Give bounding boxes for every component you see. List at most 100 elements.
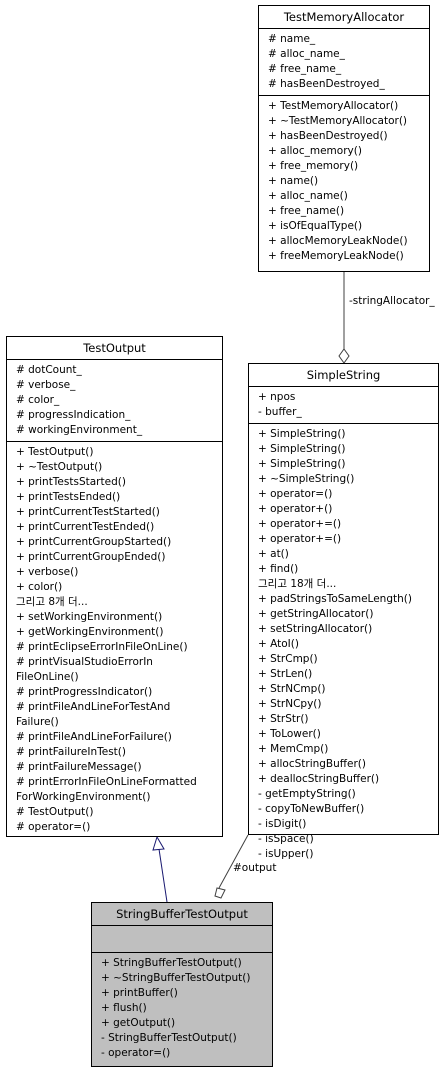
method: + alloc_name()	[268, 190, 348, 202]
method: + StrLen()	[258, 668, 313, 680]
string-allocator-label: -stringAllocator_	[349, 295, 435, 307]
method: # printFailureMessage()	[16, 761, 142, 773]
method: # printFailureInTest()	[16, 746, 126, 758]
more-members-note: 그리고 18개 더...	[258, 578, 337, 590]
method: + getOutput()	[101, 1017, 176, 1029]
method: - isDigit()	[258, 818, 307, 830]
method: + getStringAllocator()	[258, 608, 374, 620]
method: # printErrorInFileOnLineFormatted ForWor…	[16, 776, 197, 803]
method: + free_name()	[268, 205, 345, 217]
method: + printCurrentGroupStarted()	[16, 536, 172, 548]
method: - copyToNewBuffer()	[258, 803, 365, 815]
method: + hasBeenDestroyed()	[268, 130, 388, 142]
method: # printEclipseErrorInFileOnLine()	[16, 641, 188, 653]
method: - StringBufferTestOutput()	[101, 1032, 237, 1044]
methods-section: + TestOutput() + ~TestOutput() + printTe…	[7, 442, 222, 838]
method: + StrNCpy()	[258, 698, 322, 710]
method: + verbose()	[16, 566, 79, 578]
attribute: - buffer_	[258, 406, 302, 418]
attribute: # progressIndication_	[16, 409, 131, 421]
class-name: TestMemoryAllocator	[259, 6, 429, 29]
simple-string-class[interactable]: SimpleString + npos - buffer_ + SimpleSt…	[248, 363, 439, 860]
method: - isSpace()	[258, 833, 314, 845]
method: + ~SimpleString()	[258, 473, 355, 485]
method: + name()	[268, 175, 319, 187]
method: + printBuffer()	[101, 987, 178, 999]
attribute: # name_	[268, 33, 316, 45]
attribute: # hasBeenDestroyed_	[268, 78, 385, 90]
method: + padStringsToSameLength()	[258, 593, 412, 605]
method: + operator+=()	[258, 533, 342, 545]
attribute: # alloc_name_	[268, 48, 345, 60]
method: - getEmptyString()	[258, 788, 356, 800]
method: + operator=()	[258, 488, 333, 500]
test-output-class[interactable]: TestOutput # dotCount_ # verbose_ # colo…	[6, 336, 223, 837]
attributes-section: # dotCount_ # verbose_ # color_ # progre…	[7, 360, 222, 442]
string-buffer-test-output-class[interactable]: StringBufferTestOutput + StringBufferTes…	[91, 902, 273, 1067]
method: + ~StringBufferTestOutput()	[101, 972, 251, 984]
method: + printCurrentTestStarted()	[16, 506, 160, 518]
method: - operator=()	[101, 1047, 171, 1059]
method: # operator=()	[16, 821, 91, 833]
output-label: #output	[233, 862, 277, 874]
test-memory-allocator-class[interactable]: TestMemoryAllocator # name_ # alloc_name…	[258, 5, 430, 272]
inheritance-arrowhead	[152, 835, 165, 851]
class-name: SimpleString	[249, 364, 438, 387]
method: + ~TestOutput()	[16, 461, 103, 473]
attribute: # color_	[16, 394, 60, 406]
method: + StrCmp()	[258, 653, 318, 665]
method: + ToLower()	[258, 728, 321, 740]
attributes-section	[92, 926, 272, 953]
more-members-note: 그리고 8개 더...	[16, 596, 88, 608]
method: + alloc_memory()	[268, 145, 362, 157]
class-name: TestOutput	[7, 337, 222, 360]
attributes-section: # name_ # alloc_name_ # free_name_ # has…	[259, 29, 429, 96]
method: + allocMemoryLeakNode()	[268, 235, 408, 247]
attributes-section: + npos - buffer_	[249, 387, 438, 424]
method: # printVisualStudioErrorIn FileOnLine()	[16, 656, 153, 683]
method: + StringBufferTestOutput()	[101, 957, 242, 969]
method: # printFileAndLineForFailure()	[16, 731, 172, 743]
method: + SimpleString()	[258, 458, 346, 470]
output-diamond	[214, 887, 226, 899]
string-allocator-diamond	[338, 348, 350, 364]
method: + SimpleString()	[258, 428, 346, 440]
method: + flush()	[101, 1002, 147, 1014]
attribute: # workingEnvironment_	[16, 424, 143, 436]
methods-section: + StringBufferTestOutput() + ~StringBuff…	[92, 953, 272, 1064]
method: + allocStringBuffer()	[258, 758, 366, 770]
method: + ~TestMemoryAllocator()	[268, 115, 408, 127]
method: + SimpleString()	[258, 443, 346, 455]
method: + getWorkingEnvironment()	[16, 626, 164, 638]
method: + free_memory()	[268, 160, 359, 172]
method: + at()	[258, 548, 289, 560]
method: + find()	[258, 563, 299, 575]
method: + printCurrentTestEnded()	[16, 521, 155, 533]
inheritance-edge-line	[158, 848, 168, 903]
method: + printTestsEnded()	[16, 491, 121, 503]
methods-section: + TestMemoryAllocator() + ~TestMemoryAll…	[259, 96, 429, 267]
method: + operator+()	[258, 503, 333, 515]
method: # TestOutput()	[16, 806, 94, 818]
method: + AtoI()	[258, 638, 299, 650]
method: + TestMemoryAllocator()	[268, 100, 399, 112]
method: + setStringAllocator()	[258, 623, 373, 635]
method: + operator+=()	[258, 518, 342, 530]
attribute: + npos	[258, 391, 296, 403]
method: + freeMemoryLeakNode()	[268, 250, 404, 262]
method: + deallocStringBuffer()	[258, 773, 380, 785]
attribute: # dotCount_	[16, 364, 82, 376]
class-name: StringBufferTestOutput	[92, 903, 272, 926]
method: - isUpper()	[258, 848, 314, 860]
method: # printFileAndLineForTestAnd Failure()	[16, 701, 171, 728]
method: + setWorkingEnvironment()	[16, 611, 163, 623]
methods-section: + SimpleString() + SimpleString() + Simp…	[249, 424, 438, 865]
method: + printTestsStarted()	[16, 476, 126, 488]
method: + isOfEqualType()	[268, 220, 363, 232]
method: + MemCmp()	[258, 743, 329, 755]
method: + StrNCmp()	[258, 683, 326, 695]
method: # printProgressIndicator()	[16, 686, 153, 698]
method: + printCurrentGroupEnded()	[16, 551, 166, 563]
method: + StrStr()	[258, 713, 309, 725]
attribute: # free_name_	[268, 63, 342, 75]
